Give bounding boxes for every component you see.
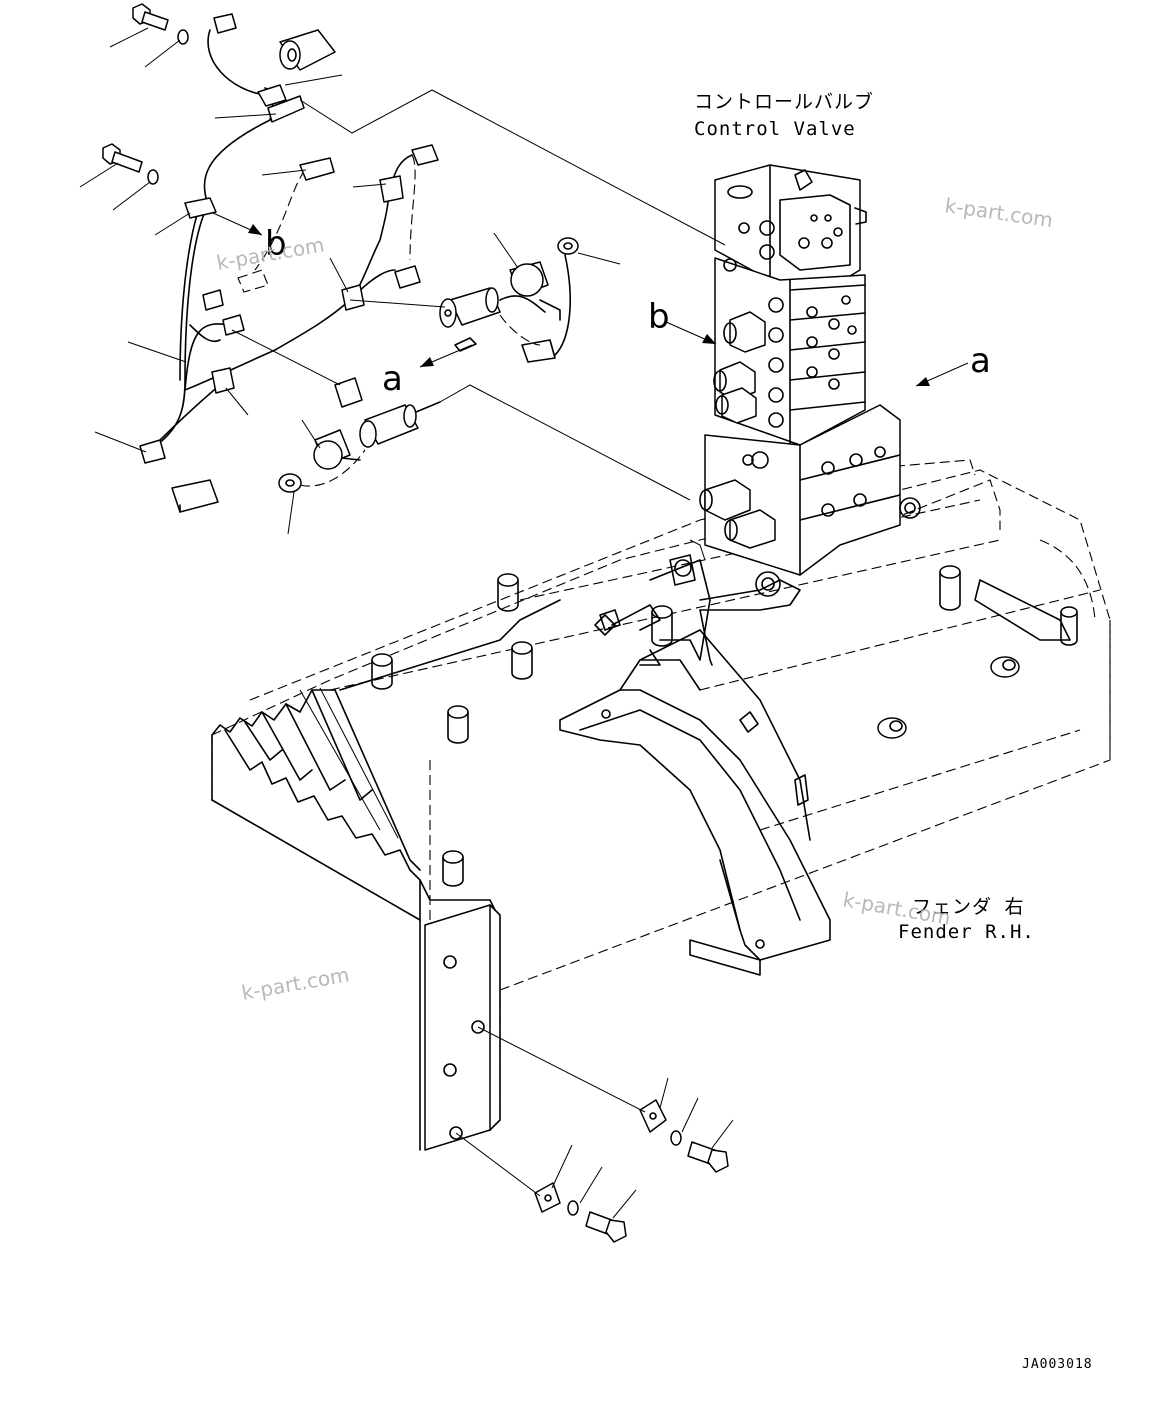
watermarks: k-part.com k-part.com k-part.com k-part.…: [215, 193, 1055, 1005]
step-grating: [211, 687, 421, 921]
connector-left-lower: [222, 314, 245, 336]
clamp-7: [211, 367, 235, 394]
leader-lines: [79, 27, 734, 1219]
washer-2: [147, 169, 159, 185]
clip-1: [639, 1099, 667, 1133]
bolt-2: [102, 143, 143, 173]
connector-upper-right: [411, 144, 439, 166]
watermark: k-part.com: [841, 887, 952, 930]
valve-mount-bracket: [599, 539, 801, 666]
washer-4: [567, 1200, 579, 1216]
connector-mid-right: [394, 265, 421, 289]
drawing-code: JA003018: [1022, 1357, 1093, 1372]
bolt-3: [687, 1141, 729, 1173]
control-valve: [699, 164, 921, 576]
callout-b-right: b: [648, 297, 670, 337]
arch-beam: [559, 629, 831, 976]
arrow-a-right: [915, 362, 969, 387]
boss-7: [939, 565, 961, 611]
fender-label-en: Fender R.H.: [898, 921, 1035, 943]
clamp-1: [257, 84, 287, 107]
watermark: k-part.com: [943, 193, 1054, 232]
connector-left-mid: [202, 289, 224, 311]
boss-5: [442, 850, 464, 887]
callout-a-right: a: [970, 341, 991, 381]
labels: コントロールバルブ Control Valve フェンダ 右 Fender R.…: [265, 90, 1093, 1372]
bolt-4: [585, 1211, 627, 1243]
bolt-1: [132, 3, 169, 31]
arrow-a-left: [419, 344, 473, 368]
washer-1: [177, 29, 189, 45]
clamp-2: [267, 95, 305, 123]
clip-2: [534, 1182, 561, 1213]
boss-3: [511, 641, 533, 680]
arrow-b-right: [665, 321, 717, 345]
fender-body: [211, 459, 1111, 1120]
valve-solenoids: [713, 311, 766, 424]
boss-2: [371, 653, 393, 690]
fender-label-jp: フェンダ 右: [912, 896, 1024, 918]
fasteners-bottom: [534, 1099, 729, 1243]
callout-a-left: a: [382, 359, 403, 399]
boss-4: [447, 705, 469, 744]
callout-b-left: b: [265, 224, 287, 264]
connector-top: [213, 13, 237, 34]
connector-bottom-large: [171, 479, 219, 513]
mounting-bosses: [371, 565, 1078, 887]
clamp-6: [341, 284, 365, 311]
callout-arrows: [212, 212, 969, 387]
fasteners-top: [102, 3, 336, 185]
sensor-b: [278, 377, 441, 493]
boss-1: [497, 573, 519, 612]
sensor-a: [439, 237, 579, 363]
clamp-5: [379, 175, 404, 203]
boss-9: [877, 717, 907, 739]
clamp-4: [184, 197, 217, 219]
control-valve-label-jp: コントロールバルブ: [694, 90, 874, 113]
fender-frame: [339, 599, 561, 1151]
wiring-harness: [139, 13, 439, 513]
connection-lines: [231, 89, 726, 1197]
washer-3: [670, 1130, 682, 1146]
boss-8: [990, 656, 1020, 678]
clamp-3: [299, 157, 335, 181]
arrow-b-left: [212, 212, 263, 236]
watermark: k-part.com: [240, 962, 351, 1005]
control-valve-label-en: Control Valve: [694, 118, 856, 140]
clamp-8: [139, 439, 166, 464]
